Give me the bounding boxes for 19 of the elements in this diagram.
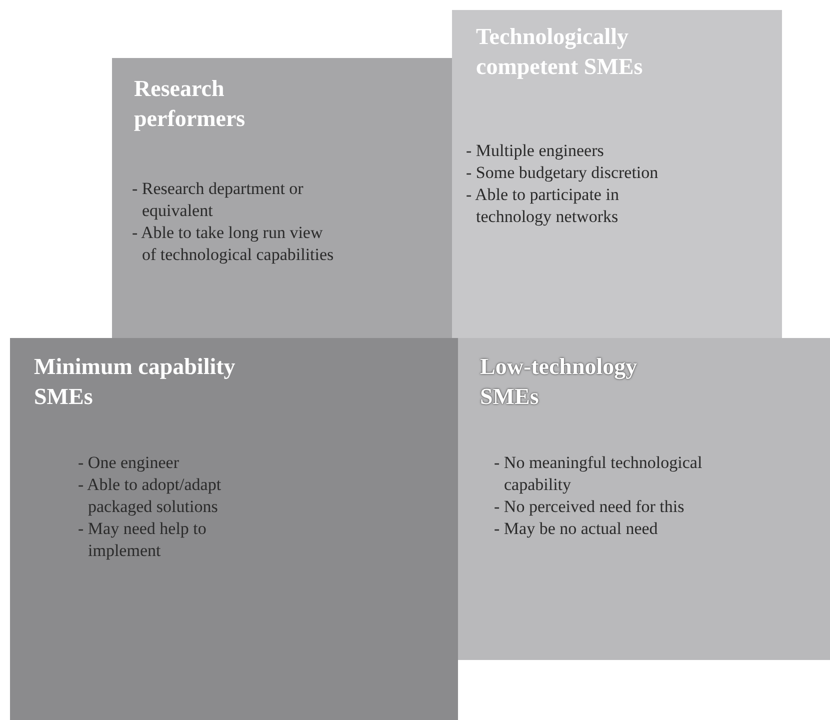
bullet-item: - Able to participate in technology networks <box>466 184 620 228</box>
bullet-item: - Multiple engineers <box>466 140 605 162</box>
category-panel <box>112 58 452 338</box>
bullet-item: - No perceived need for this <box>494 496 686 518</box>
category-panel <box>10 338 458 720</box>
bullet-item: - Able to adopt/adapt packaged solutions <box>78 474 222 518</box>
bullet-item: - Able to take long run view of technological capabilities <box>132 222 335 266</box>
panel-heading: Research performers <box>134 75 246 133</box>
panel-heading: Low-technology SMEs <box>480 353 638 411</box>
bullet-item: - No meaningful technological capability <box>494 452 704 496</box>
bullet-item: - May need help to implement <box>78 518 208 562</box>
bullet-item: - Research department or equivalent <box>132 178 304 222</box>
panel-heading: Minimum capability SMEs <box>34 353 236 411</box>
category-panel <box>458 338 830 660</box>
bullet-item: - May be no actual need <box>494 518 659 540</box>
category-panel <box>452 10 782 338</box>
panel-heading: Technologically competent SMEs <box>476 23 644 81</box>
bullet-item: - Some budgetary discretion <box>466 162 660 184</box>
bullet-item: - One engineer <box>78 452 180 474</box>
